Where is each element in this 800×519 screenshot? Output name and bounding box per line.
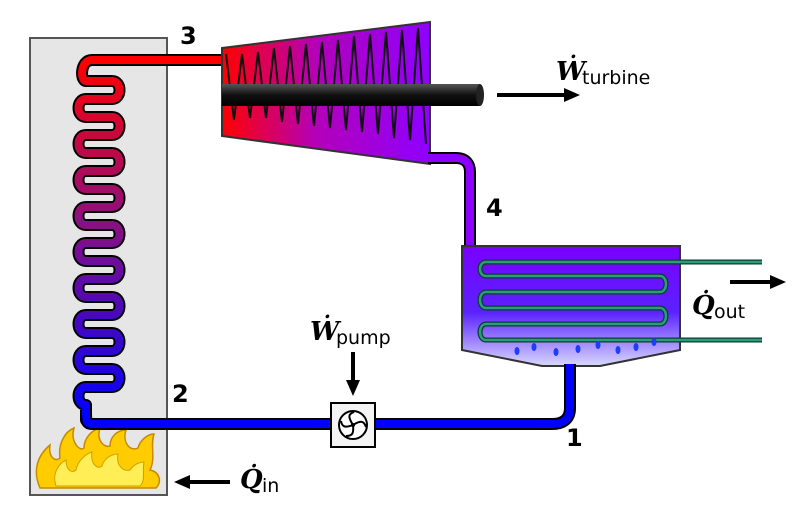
flame-icon <box>35 426 161 489</box>
svg-text:Q̇: Q̇ <box>240 464 263 495</box>
pump-work-arrow-icon <box>346 352 360 396</box>
svg-text:Q̇: Q̇ <box>692 290 715 321</box>
state-point-2-label: 2 <box>172 380 189 408</box>
state-point-4-label: 4 <box>486 194 503 222</box>
heat-in-label: Q̇ in <box>240 464 279 497</box>
pump-work-label: Ẇ pump <box>310 314 391 349</box>
svg-text:out: out <box>714 301 745 323</box>
condensate-droplets <box>514 338 657 356</box>
heat-in-arrow-icon <box>174 475 230 489</box>
state-point-3-label: 3 <box>180 22 197 50</box>
turbine-work-label: Ẇ turbine <box>556 54 650 89</box>
svg-text:pump: pump <box>336 327 391 349</box>
heat-out-label: Q̇ out <box>692 290 745 323</box>
svg-text:Ẇ: Ẇ <box>310 314 342 347</box>
pump <box>330 402 376 448</box>
svg-text:turbine: turbine <box>582 67 650 89</box>
svg-text:Ẇ: Ẇ <box>556 54 588 87</box>
turbine-shaft <box>222 84 480 106</box>
svg-text:in: in <box>262 475 279 497</box>
heat-out-arrow-icon <box>730 275 786 289</box>
turbine-work-arrow-icon <box>497 88 580 102</box>
state-point-1-label: 1 <box>566 424 583 452</box>
